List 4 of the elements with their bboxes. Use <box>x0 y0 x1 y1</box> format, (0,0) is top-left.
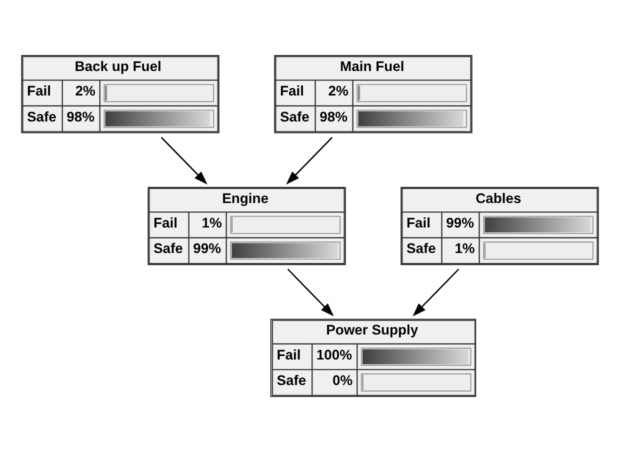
arrow <box>412 268 460 316</box>
arrow <box>286 136 333 184</box>
arrow <box>160 136 208 184</box>
arrow <box>287 268 334 316</box>
